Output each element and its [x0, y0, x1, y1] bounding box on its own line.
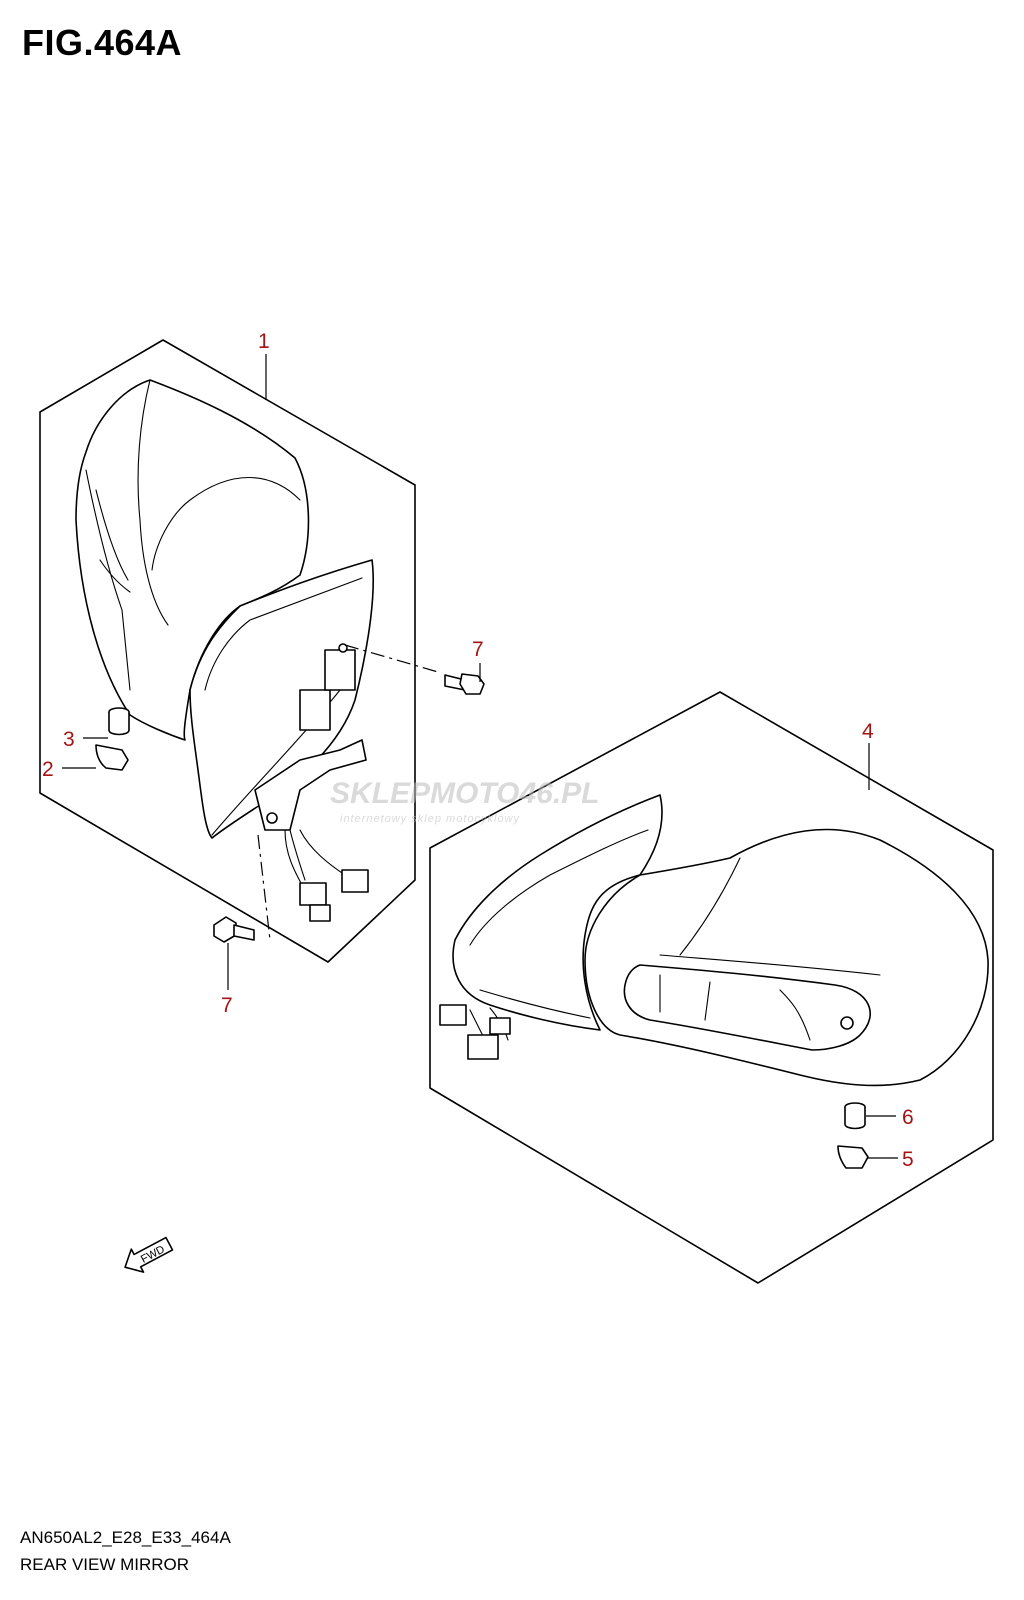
figure-name: REAR VIEW MIRROR — [20, 1555, 190, 1574]
left-mirror-assembly — [39, 339, 416, 963]
bolt-hole — [338, 643, 348, 653]
fwd-arrow-shape — [124, 1236, 174, 1273]
bolt-7-lower — [213, 916, 255, 943]
clip-part-5 — [837, 1145, 869, 1169]
right-housing-recess — [623, 964, 871, 1051]
callout-2: 2 — [42, 758, 54, 781]
recess-boss — [840, 1016, 854, 1030]
right-connector-b — [467, 1034, 499, 1060]
callout-5: 5 — [902, 1148, 914, 1171]
bolt-center-line — [257, 834, 271, 941]
left-connector-b — [341, 869, 369, 893]
fwd-label: FWD — [139, 1243, 167, 1265]
callout-7-upper: 7 — [472, 638, 484, 661]
left-mirror-frame — [189, 559, 374, 839]
watermark-tagline: internetowy sklep motocyklowy — [340, 813, 521, 825]
collar-6-body — [844, 1107, 866, 1130]
left-connector-c — [309, 904, 331, 922]
housing-inner-recess — [85, 469, 131, 691]
right-frame-inner — [469, 829, 649, 1019]
watermark-brand: SKLEPMOTO46.PL — [330, 777, 600, 810]
right-mirror-assembly — [429, 691, 994, 1284]
right-connector-c — [489, 1017, 511, 1035]
housing-upper-crease — [659, 857, 881, 976]
right-mirror-frame — [452, 794, 663, 1031]
bracket-plate-upper — [324, 649, 356, 691]
bracket-plate — [299, 689, 331, 731]
clip-body — [95, 744, 129, 771]
bolt-upper-head — [459, 673, 485, 695]
collar-part-3 — [108, 707, 130, 736]
left-connector-a — [299, 882, 327, 906]
left-mirror-housing — [75, 379, 310, 741]
bolt-7-upper — [344, 644, 485, 695]
callout-4: 4 — [862, 720, 874, 743]
assembly-box-1 — [39, 339, 416, 963]
collar-body — [108, 712, 130, 736]
housing-crease — [137, 379, 301, 626]
fwd-arrow: FWD — [124, 1236, 174, 1273]
model-code: AN650AL2_E28_E33_464A — [20, 1528, 231, 1547]
figure-title: FIG.464A — [22, 22, 183, 63]
callout-3: 3 — [63, 728, 75, 751]
watermark: SKLEPMOTO46.PL internetowy sklep motocyk… — [330, 777, 600, 825]
bracket-hole — [266, 812, 278, 824]
clip-5-body — [837, 1145, 869, 1169]
right-mirror-housing — [584, 828, 989, 1087]
assembly-box-4 — [429, 691, 994, 1284]
bolt-upper-line — [344, 644, 439, 673]
bolt-lower-shank — [233, 924, 255, 941]
leader-lines — [62, 354, 898, 1159]
recess-inner-ribs — [659, 974, 811, 1041]
clip-part-2 — [95, 744, 129, 771]
right-connector-a — [439, 1004, 467, 1026]
callout-1: 1 — [258, 330, 270, 353]
collar-part-6 — [844, 1102, 866, 1130]
callout-7-lower: 7 — [221, 994, 233, 1017]
callout-6: 6 — [902, 1106, 914, 1129]
bolt-lower-head — [213, 916, 237, 943]
left-mirror-bracket — [254, 739, 367, 831]
